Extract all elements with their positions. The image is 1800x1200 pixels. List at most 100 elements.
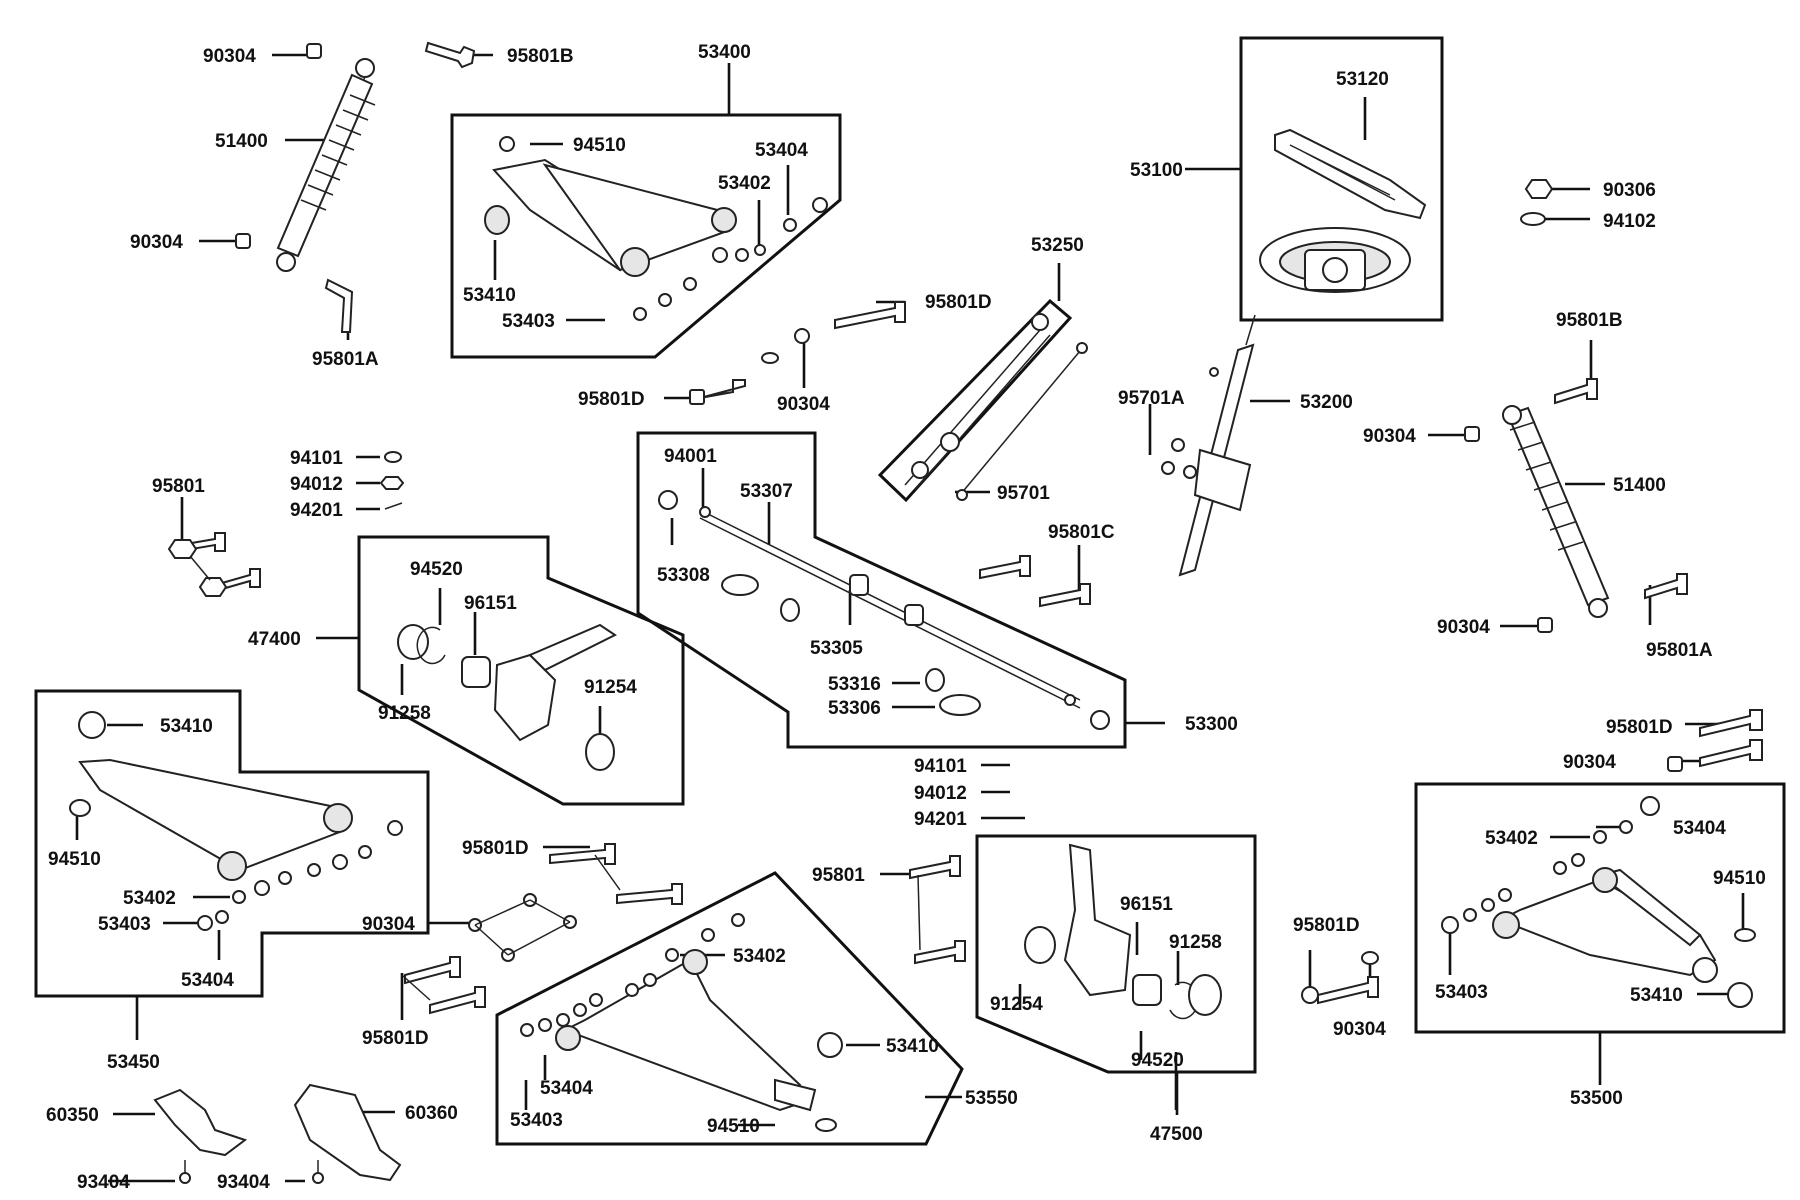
label-95801: 95801: [152, 476, 205, 497]
box-53450: [34, 689, 430, 998]
label-95801D: 95801D: [462, 838, 529, 859]
label-51400: 51400: [1613, 475, 1666, 496]
label-53120: 53120: [1336, 69, 1389, 90]
label-53402: 53402: [123, 888, 176, 909]
label-53306: 53306: [828, 698, 881, 719]
label-53403: 53403: [510, 1110, 563, 1131]
label-94510: 94510: [1713, 868, 1766, 889]
box-53550: [495, 871, 964, 1146]
label-91258: 91258: [1169, 932, 1222, 953]
label-53500: 53500: [1570, 1088, 1623, 1109]
label-91254: 91254: [584, 677, 637, 698]
label-94510: 94510: [707, 1116, 760, 1137]
label-91254: 91254: [990, 994, 1043, 1015]
part-labels: 90304 95801B 51400 90304 95801A 53400 94…: [46, 42, 1766, 1193]
label-90304: 90304: [1333, 1019, 1386, 1040]
steering-wheel-53100: [1259, 128, 1427, 293]
label-96151: 96151: [1120, 894, 1173, 915]
label-95801A: 95801A: [1646, 640, 1713, 661]
label-53200: 53200: [1300, 392, 1353, 413]
small-fasteners-left: [167, 451, 405, 597]
label-53403: 53403: [1435, 982, 1488, 1003]
label-94012: 94012: [290, 474, 343, 495]
label-53402: 53402: [733, 946, 786, 967]
a-arm-53400: [484, 136, 828, 321]
a-arm-53500: [1441, 796, 1756, 1008]
label-90304: 90304: [1437, 617, 1490, 638]
skid-plates: [153, 1083, 402, 1184]
label-90304: 90304: [1563, 752, 1616, 773]
label-53404: 53404: [755, 140, 808, 161]
nut-washer-right: [1520, 179, 1554, 226]
label-53404: 53404: [540, 1078, 593, 1099]
label-90304: 90304: [1363, 426, 1416, 447]
label-53410: 53410: [886, 1036, 939, 1057]
label-94201: 94201: [914, 809, 967, 830]
label-95801D: 95801D: [925, 292, 992, 313]
label-95801B: 95801B: [1556, 310, 1623, 331]
label-51400: 51400: [215, 131, 268, 152]
label-90304: 90304: [777, 394, 830, 415]
label-47500: 47500: [1150, 1124, 1203, 1145]
box-47400: [357, 535, 685, 806]
label-53410: 53410: [160, 716, 213, 737]
label-95701: 95701: [997, 483, 1050, 504]
shock-absorber-left: [235, 41, 476, 333]
label-91258: 91258: [378, 703, 431, 724]
label-94520: 94520: [1131, 1050, 1184, 1071]
knuckle-47500: [1024, 843, 1222, 1020]
label-53403: 53403: [98, 914, 151, 935]
label-95801: 95801: [812, 865, 865, 886]
label-53400: 53400: [698, 42, 751, 63]
label-94510: 94510: [573, 135, 626, 156]
label-94520: 94520: [410, 559, 463, 580]
label-53308: 53308: [657, 565, 710, 586]
label-93404: 93404: [77, 1172, 130, 1193]
label-90304: 90304: [362, 914, 415, 935]
label-95801C: 95801C: [1048, 522, 1115, 543]
label-53402: 53402: [718, 173, 771, 194]
label-53403: 53403: [502, 311, 555, 332]
label-53410: 53410: [1630, 985, 1683, 1006]
label-94201: 94201: [290, 500, 343, 521]
label-53410: 53410: [463, 285, 516, 306]
label-53450: 53450: [107, 1052, 160, 1073]
label-95801D: 95801D: [362, 1028, 429, 1049]
label-95801B: 95801B: [507, 46, 574, 67]
label-53300: 53300: [1185, 714, 1238, 735]
label-53402: 53402: [1485, 828, 1538, 849]
middle-links: [401, 843, 966, 1015]
label-53305: 53305: [810, 638, 863, 659]
label-53250: 53250: [1031, 235, 1084, 256]
steering-column-53200: [1161, 314, 1256, 577]
steering-shaft-53250: [904, 313, 1088, 501]
label-94001: 94001: [664, 446, 717, 467]
label-95801D: 95801D: [578, 389, 645, 410]
label-95701A: 95701A: [1118, 388, 1185, 409]
knuckle-47400: [397, 623, 617, 771]
label-94101: 94101: [914, 756, 967, 777]
bolts: [689, 301, 1763, 1005]
box-53400: [450, 113, 842, 359]
shock-absorber-right: [1502, 405, 1610, 618]
label-93404: 93404: [217, 1172, 270, 1193]
box-47500: [975, 834, 1257, 1074]
tie-rod-53300: [658, 490, 1110, 730]
label-90304: 90304: [130, 232, 183, 253]
box-53250: [877, 298, 1073, 503]
a-arm-53450: [69, 711, 403, 931]
label-94101: 94101: [290, 448, 343, 469]
label-96151: 96151: [464, 593, 517, 614]
a-arm-53550: [520, 913, 843, 1132]
label-60360: 60360: [405, 1103, 458, 1124]
label-60350: 60350: [46, 1105, 99, 1126]
label-94102: 94102: [1603, 211, 1656, 232]
label-53404: 53404: [1673, 818, 1726, 839]
label-90306: 90306: [1603, 180, 1656, 201]
label-95801D: 95801D: [1293, 915, 1360, 936]
label-53404: 53404: [181, 970, 234, 991]
label-47400: 47400: [248, 629, 301, 650]
label-94012: 94012: [914, 783, 967, 804]
label-53550: 53550: [965, 1088, 1018, 1109]
